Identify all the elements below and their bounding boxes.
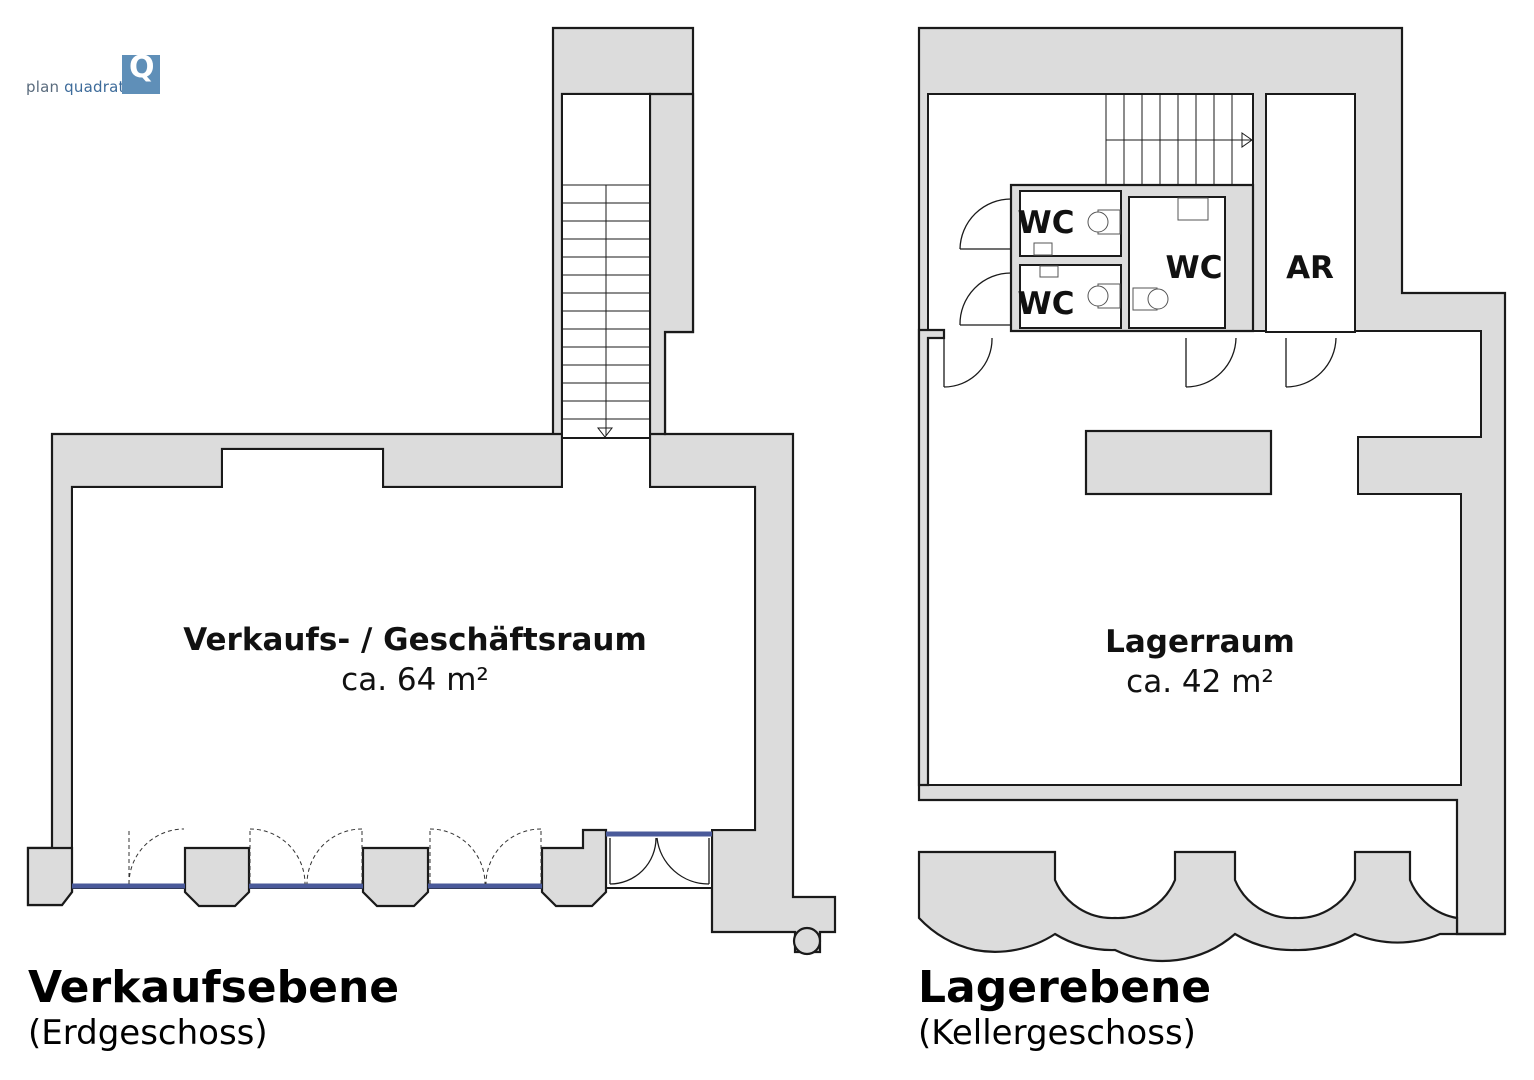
ground-floor-title: Verkaufsebene xyxy=(28,962,400,1013)
sink-icon xyxy=(1033,242,1053,256)
sanitary-fixtures xyxy=(1033,197,1209,311)
vaulted-facade xyxy=(917,850,1505,963)
staircase xyxy=(562,184,650,438)
basement-staircase xyxy=(1105,94,1253,185)
wc-1-label: WC xyxy=(1018,205,1075,241)
pier-left xyxy=(26,846,74,907)
ar-room xyxy=(1265,93,1356,333)
logo-wordmark: plan quadrat xyxy=(26,78,125,96)
pier-3 xyxy=(540,828,608,908)
ground-floor-plan: Verkaufs- / Geschäftsraum ca. 64 m² xyxy=(26,26,837,956)
storage-room-area: ca. 42 m² xyxy=(1126,664,1274,700)
wc-3-label: WC xyxy=(1166,250,1223,286)
basement-stair-arrow-icon xyxy=(1241,132,1253,148)
logo-letter: Q xyxy=(129,50,155,85)
basement-plan: Lagerraum ca. 42 m² WC WC WC AR xyxy=(917,26,1507,963)
logo-word-plan: plan xyxy=(26,78,60,96)
window-door-swings xyxy=(128,828,542,885)
stair-wall-right xyxy=(648,92,695,436)
stair-arrow-icon xyxy=(596,427,614,438)
ar-label: AR xyxy=(1286,250,1334,286)
logo-word-quadrat: quadrat xyxy=(64,78,125,96)
column xyxy=(792,926,822,956)
wc-2-label: WC xyxy=(1018,286,1075,322)
sales-room-name: Verkaufs- / Geschäftsraum xyxy=(183,622,647,658)
storage-room-name: Lagerraum xyxy=(1105,624,1295,660)
pier-1 xyxy=(183,846,251,908)
logo-icon: Q xyxy=(122,50,160,94)
ground-floor-subtitle: (Erdgeschoss) xyxy=(28,1013,268,1053)
sink-icon xyxy=(1039,265,1059,278)
entrance-door xyxy=(609,837,710,885)
sales-room-area: ca. 64 m² xyxy=(341,662,489,698)
basement-subtitle: (Kellergeschoss) xyxy=(918,1013,1196,1053)
storage-left-wall xyxy=(917,328,946,787)
shop-windows xyxy=(72,831,712,889)
sink-icon xyxy=(1177,197,1209,221)
storage-pillar xyxy=(1084,429,1273,496)
basement-title: Lagerebene xyxy=(918,962,1212,1013)
basement-doors xyxy=(943,198,1337,388)
pier-2 xyxy=(361,846,430,908)
